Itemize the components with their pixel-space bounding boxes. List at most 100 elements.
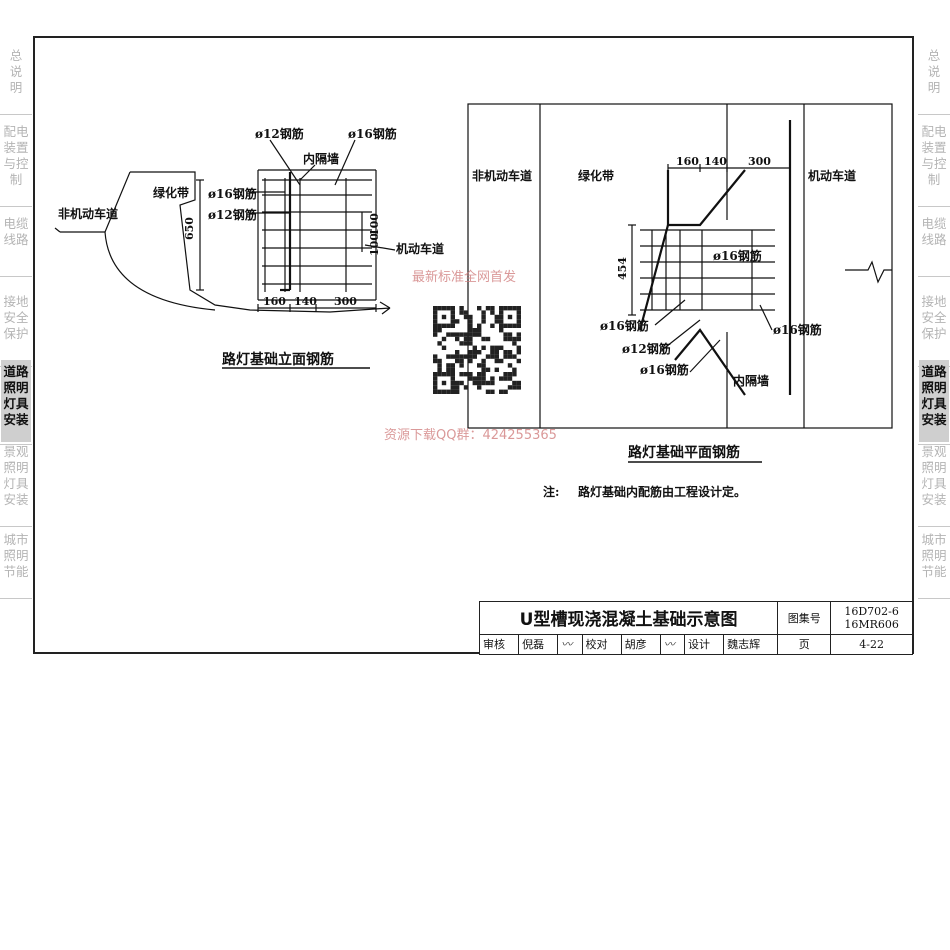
label-motor-lane: 机动车道 [396, 241, 444, 256]
qr-module [437, 372, 442, 377]
qr-module [433, 385, 438, 390]
qr-module [459, 363, 464, 368]
qr-module [490, 389, 495, 394]
qr-module [507, 363, 513, 368]
qr-module [468, 319, 473, 324]
qr-module [441, 323, 447, 328]
qr-module [468, 341, 473, 346]
qr-module [441, 336, 447, 342]
label-rebar-16-left: ø16钢筋 [208, 186, 257, 201]
qr-module [477, 328, 482, 333]
qr-module [512, 354, 517, 359]
qr-module [481, 358, 486, 364]
qr-module [516, 332, 521, 337]
qr-module [503, 306, 508, 311]
drawing-frame [33, 36, 914, 654]
qr-module [507, 314, 513, 320]
qr-module [477, 380, 482, 386]
qr-module [450, 354, 455, 359]
plan-dim-w2: 140 [704, 155, 727, 168]
qr-module [503, 350, 508, 355]
right-tab-divider [918, 444, 950, 445]
qr-module [468, 328, 473, 333]
plan-dim-height-454: 454 [616, 257, 629, 280]
qr-module [507, 354, 513, 359]
qr-module [490, 380, 495, 386]
qr-module [512, 336, 517, 342]
plan-label-green-belt: 绿化带 [578, 168, 614, 183]
qr-module [441, 372, 447, 377]
plan-label-motor-lane: 机动车道 [808, 168, 856, 183]
right-tab-divider [918, 206, 950, 207]
qr-module [481, 314, 486, 320]
qr-module [468, 350, 473, 355]
qr-module [459, 354, 464, 359]
qr-module [481, 310, 486, 315]
left-tab-2: 配电 装置 与控 制 [3, 124, 29, 187]
check-signature: 〰 [659, 633, 686, 656]
qr-module [516, 350, 521, 355]
qr-module [433, 314, 438, 320]
qr-module [481, 345, 486, 350]
qr-module [450, 319, 455, 324]
qr-module [477, 372, 482, 377]
right-tab-7: 城市 照明 节能 [921, 532, 947, 579]
dim-w2: 140 [294, 295, 317, 308]
plan-label-rebar-16-right: ø16钢筋 [773, 322, 822, 337]
review-label: 审核 [478, 633, 520, 656]
qr-module [437, 363, 442, 368]
qr-module [477, 350, 482, 355]
qr-module [446, 354, 451, 359]
qr-module [512, 306, 517, 311]
qr-module [507, 376, 513, 381]
qr-module [450, 323, 455, 328]
qr-module [507, 336, 513, 342]
qr-module [507, 323, 513, 328]
qr-module [433, 372, 438, 377]
qr-module [446, 332, 451, 337]
qr-module [446, 306, 451, 311]
qr-module [490, 354, 495, 359]
qr-module [494, 314, 499, 320]
qr-module [507, 372, 513, 377]
qr-module [472, 350, 477, 355]
label-rebar-16-top: ø16钢筋 [348, 126, 397, 141]
qr-module [481, 363, 486, 368]
left-tab-1: 总 说 明 [9, 48, 23, 95]
qr-module [455, 389, 460, 394]
qr-module [503, 354, 508, 359]
plan-label-rebar-16-low: ø16钢筋 [640, 362, 689, 377]
qr-module [490, 323, 495, 328]
qr-module [455, 332, 460, 337]
left-tab-6: 景观 照明 灯具 安装 [3, 444, 29, 507]
qr-module [450, 385, 455, 390]
review-signature: 〰 [557, 633, 583, 656]
page-number: 4-22 [830, 633, 913, 656]
qr-module [516, 319, 521, 324]
qr-module [512, 341, 517, 346]
label-inner-wall: 内隔墙 [303, 151, 339, 166]
qr-module [499, 376, 504, 381]
qr-module [477, 306, 482, 311]
qr-module [516, 345, 521, 350]
qr-module [468, 336, 473, 342]
qr-module [455, 319, 460, 324]
qr-module [485, 367, 491, 372]
atlas-number-2: 16MR606 [844, 617, 899, 631]
qr-module [503, 389, 508, 394]
qr-module [472, 332, 477, 337]
caption-elevation: 路灯基础立面钢筋 [222, 351, 334, 368]
qr-module [450, 380, 455, 386]
qr-module [455, 385, 460, 390]
caption-plan: 路灯基础平面钢筋 [628, 444, 740, 461]
qr-module [512, 367, 517, 372]
qr-module [490, 350, 495, 355]
qr-module [494, 358, 499, 364]
left-tab-divider [0, 526, 32, 527]
qr-module [507, 350, 513, 355]
qr-module [516, 314, 521, 320]
qr-module [450, 332, 455, 337]
qr-module [490, 310, 495, 315]
qr-module [455, 380, 460, 386]
left-tab-divider [0, 206, 32, 207]
